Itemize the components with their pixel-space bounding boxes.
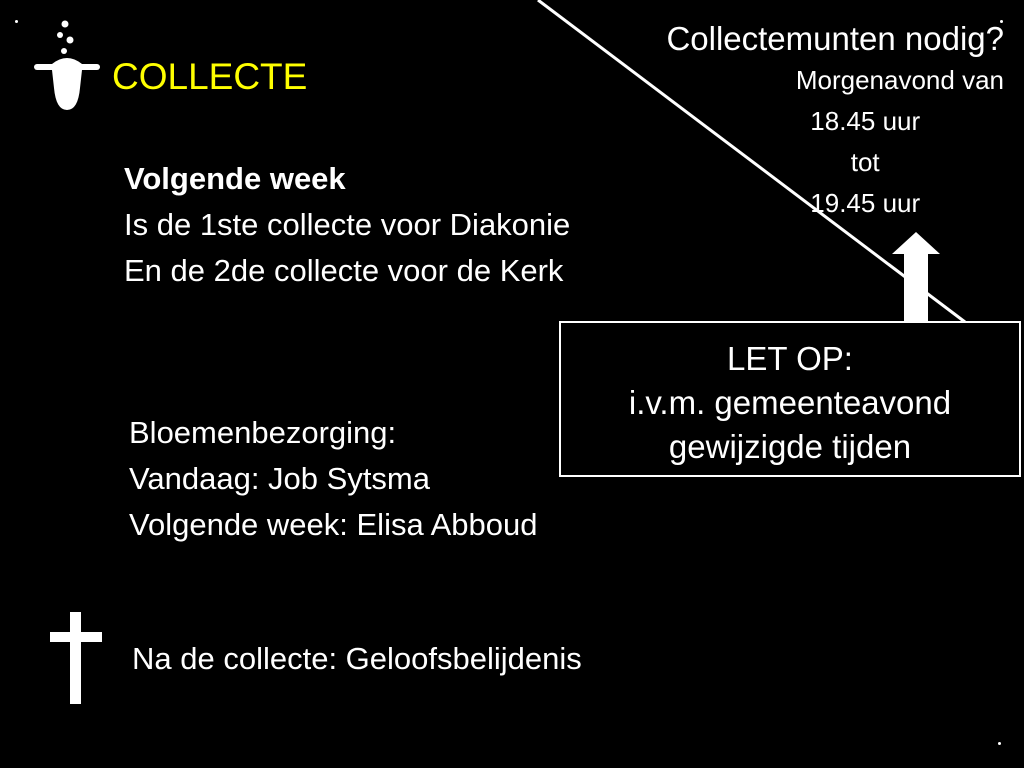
next-week-collection: Volgende week Is de 1ste collecte voor D… xyxy=(124,156,570,294)
collection-line-1: Is de 1ste collecte voor Diakonie xyxy=(124,207,571,242)
arrow-up-icon xyxy=(892,232,940,324)
notice-box: LET OP: i.v.m. gemeenteavond gewijzigde … xyxy=(559,321,1021,477)
flowers-today: Vandaag: Job Sytsma xyxy=(129,461,430,496)
coins-line-1: Morgenavond van xyxy=(795,65,1004,95)
page-title: COLLECTE xyxy=(112,56,308,97)
flower-delivery: Bloemenbezorging: Vandaag: Job Sytsma Vo… xyxy=(129,410,537,548)
collection-heading: Volgende week xyxy=(124,161,346,196)
collection-coins-info: Collectemunten nodig? Morgenavond van 18… xyxy=(666,18,1004,224)
notice-line-1: LET OP: xyxy=(727,340,853,377)
corner-dot-bottom-right xyxy=(998,742,1001,745)
cross-icon xyxy=(50,612,102,704)
collection-line-2: En de 2de collecte voor de Kerk xyxy=(124,253,564,288)
flowers-next-week: Volgende week: Elisa Abboud xyxy=(129,507,538,542)
notice-line-3: gewijzigde tijden xyxy=(668,428,912,465)
coins-line-3: tot xyxy=(850,147,880,177)
coins-question: Collectemunten nodig? xyxy=(666,20,1004,57)
corner-dot-top-left xyxy=(15,20,18,23)
corner-dot-top-right xyxy=(1000,20,1003,23)
offering-bowl-icon xyxy=(34,20,100,110)
after-collection: Na de collecte: Geloofsbelijdenis xyxy=(132,641,582,676)
coins-line-4: 19.45 uur xyxy=(810,188,921,218)
coins-line-2: 18.45 uur xyxy=(810,106,921,136)
notice-line-2: i.v.m. gemeenteavond xyxy=(628,384,952,421)
flowers-heading: Bloemenbezorging: xyxy=(129,415,397,450)
